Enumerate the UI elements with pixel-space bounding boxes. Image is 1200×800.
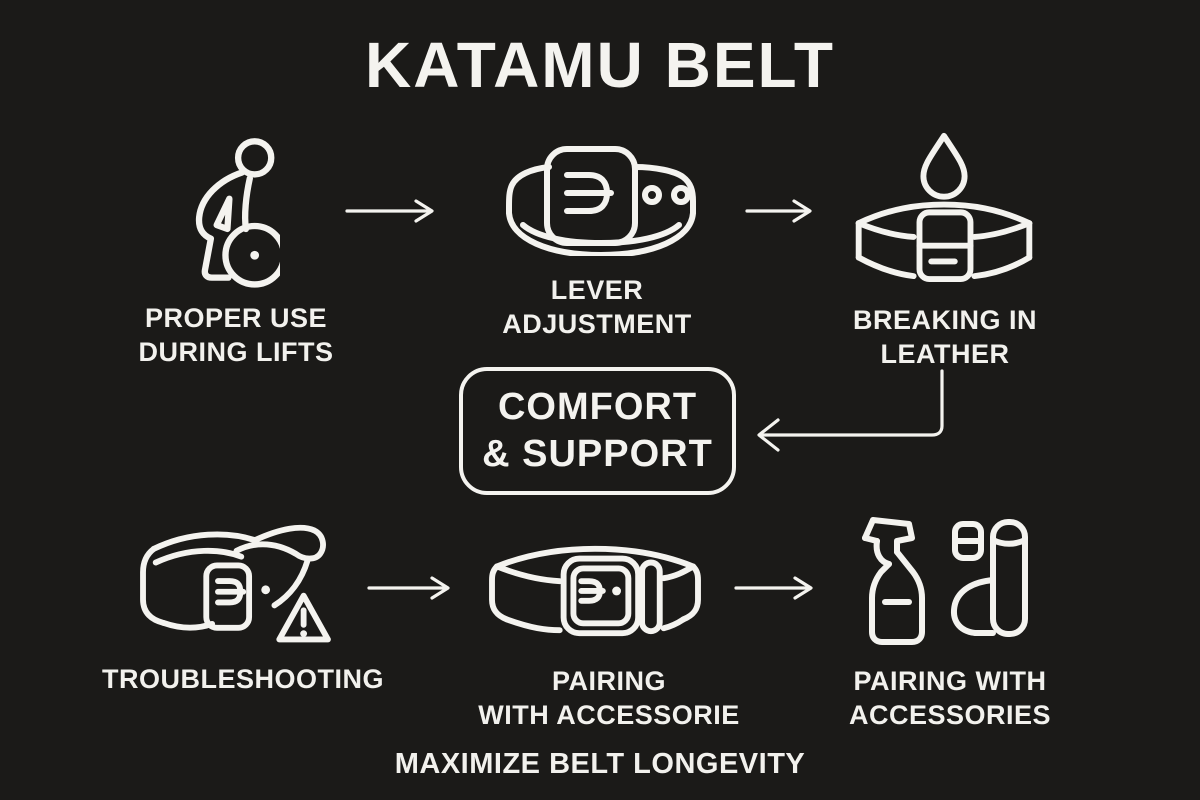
lever-buckle-belt-icon xyxy=(485,143,715,256)
arrow-right-icon xyxy=(744,198,814,224)
comfort-support-line1: COMFORT xyxy=(497,386,698,428)
comfort-support-line2: & SUPPORT xyxy=(482,433,713,475)
belt-warning-icon xyxy=(133,510,373,656)
person-deadlift-icon xyxy=(168,127,280,289)
arrow-elbow-left-icon xyxy=(752,368,950,454)
spray-bottle-socks-icon xyxy=(855,513,1045,650)
comfort-support-box: COMFORT & SUPPORT xyxy=(459,367,736,495)
arrow-right-icon xyxy=(366,575,452,601)
node-label-lever-adjustment: LEVER ADJUSTMENT xyxy=(502,275,692,339)
arrow-right-icon xyxy=(733,575,815,601)
node-label-troubleshooting: TROUBLESHOOTING xyxy=(102,664,384,694)
belt-water-drop-icon xyxy=(849,130,1039,282)
belt-buckle-icon xyxy=(485,537,705,640)
node-label-pairing-with-accessories: PAIRING WITH ACCESSORIES xyxy=(848,666,1052,730)
node-label-breaking-in-leather: BREAKING IN LEATHER xyxy=(852,305,1037,369)
footer-caption: MAXIMIZE BELT LONGEVITY xyxy=(394,748,806,780)
arrow-right-icon xyxy=(344,198,436,224)
node-label-proper-use: PROPER USE DURING LIFTS xyxy=(138,303,334,367)
node-label-pairing-with-accessorie: PAIRING WITH ACCESSORIE xyxy=(478,666,740,730)
page-title: KATAMU BELT xyxy=(365,29,835,101)
